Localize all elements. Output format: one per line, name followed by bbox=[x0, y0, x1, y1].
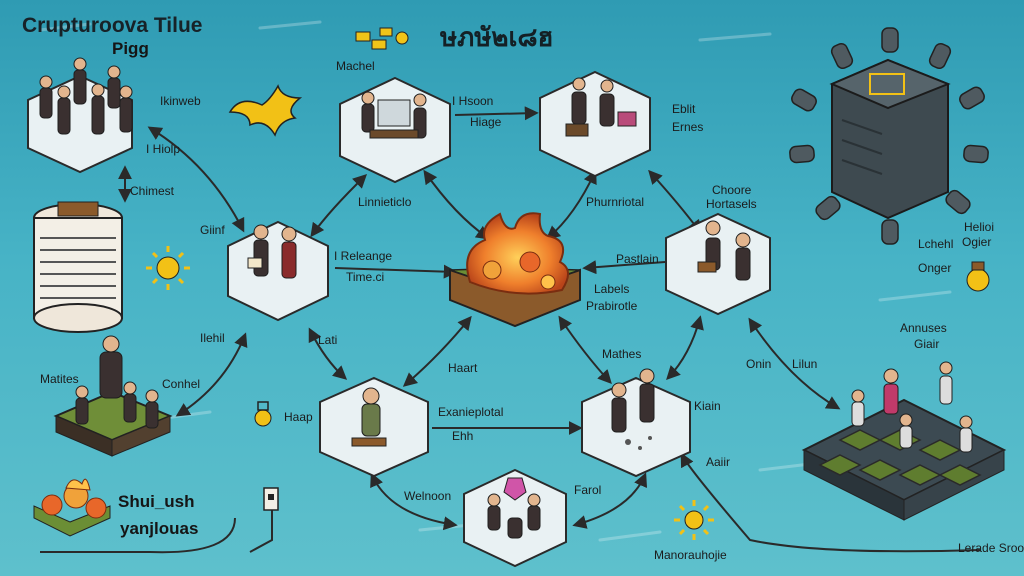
device-icon bbox=[263, 487, 279, 511]
label-machel: Machel bbox=[336, 59, 375, 73]
label-welnoon: Welnoon bbox=[404, 489, 451, 503]
central-fire-node bbox=[449, 212, 581, 328]
giinf-node bbox=[227, 220, 329, 322]
header-glyphs: ษภษั๒เ๘ฮ bbox=[440, 23, 553, 53]
label-shui-ush: Shui_ush bbox=[118, 492, 195, 511]
label-hortasels: Hortasels bbox=[706, 197, 757, 211]
fire-stones-icon bbox=[33, 478, 111, 537]
label-lati: Lati bbox=[318, 333, 337, 347]
label-mathes: Mathes bbox=[602, 347, 641, 361]
label-pastlain: Pastlain bbox=[616, 252, 659, 266]
sun-creature-icon bbox=[228, 84, 303, 137]
page-title: Crupturoova Tilue bbox=[22, 14, 202, 37]
label-conhel: Conhel bbox=[162, 377, 200, 391]
label-onger: Onger bbox=[918, 261, 951, 275]
sun-icon bbox=[146, 246, 190, 290]
machel-node bbox=[339, 76, 451, 184]
label-lilun: Lilun bbox=[792, 357, 817, 371]
label-haari: Haart bbox=[448, 361, 478, 375]
label-giinf: Giinf bbox=[200, 223, 225, 237]
label-chimest: Chimest bbox=[130, 184, 175, 198]
kiain-node bbox=[581, 368, 691, 478]
sun-icon-bottom bbox=[674, 500, 714, 540]
label-annuses: Annuses bbox=[900, 321, 947, 335]
label-kiain: Kiain bbox=[694, 399, 721, 413]
label-timo: Time.ci bbox=[346, 270, 384, 284]
server-cube-icon bbox=[789, 27, 989, 245]
label-lerade: Lerade Sroon bbox=[958, 541, 1024, 555]
matites-node bbox=[53, 335, 173, 457]
label-kinweb: Ikinweb bbox=[160, 94, 201, 108]
label-labels: Labels bbox=[594, 282, 629, 296]
exanieplotal-node bbox=[319, 376, 429, 478]
label-ehh: Ehh bbox=[452, 429, 473, 443]
ritual-node bbox=[463, 468, 567, 568]
label-onin: Onin bbox=[746, 357, 771, 371]
page-subtitle: Pigg bbox=[112, 39, 149, 58]
label-choore: Choore bbox=[712, 183, 752, 197]
label-aaiir: Aaiir bbox=[706, 455, 730, 469]
label-farol: Farol bbox=[574, 483, 601, 497]
label-yanjlouas: yanjlouas bbox=[120, 519, 198, 538]
coins-icon bbox=[355, 27, 409, 50]
label-phurnriotal: Phurnriotal bbox=[586, 195, 644, 209]
choore-node bbox=[665, 212, 771, 316]
label-hsoon: I Hsoon bbox=[452, 94, 493, 108]
trophy-icon bbox=[966, 261, 990, 292]
label-helioi: Helioi bbox=[964, 220, 994, 234]
label-eblit: Eblit bbox=[672, 102, 696, 116]
label-ogier: Ogier bbox=[962, 235, 991, 249]
eblit-node bbox=[539, 70, 651, 178]
server-tower-icon bbox=[33, 201, 123, 333]
label-matites: Matites bbox=[40, 372, 79, 386]
label-lchehl: Lchehl bbox=[918, 237, 953, 251]
label-prabirotle: Prabirotle bbox=[586, 299, 638, 313]
game-board-node bbox=[801, 361, 1007, 521]
crowd-node bbox=[27, 57, 133, 174]
label-linnieticlo: Linnieticlo bbox=[358, 195, 412, 209]
label-ernes: Ernes bbox=[672, 120, 703, 134]
label-releange: I Releange bbox=[334, 249, 392, 263]
edges bbox=[40, 106, 981, 554]
label-liiehil: Ilehil bbox=[200, 331, 225, 345]
bulb-icon bbox=[254, 401, 272, 427]
label-hiage: Hiage bbox=[470, 115, 502, 129]
label-giair: Giair bbox=[914, 337, 939, 351]
label-exanieplotal: Exanieplotal bbox=[438, 405, 503, 419]
label-hiolp: I Hiolp bbox=[146, 142, 180, 156]
label-manorauhojie: Manorauhojie bbox=[654, 548, 727, 562]
label-haap: Haap bbox=[284, 410, 313, 424]
